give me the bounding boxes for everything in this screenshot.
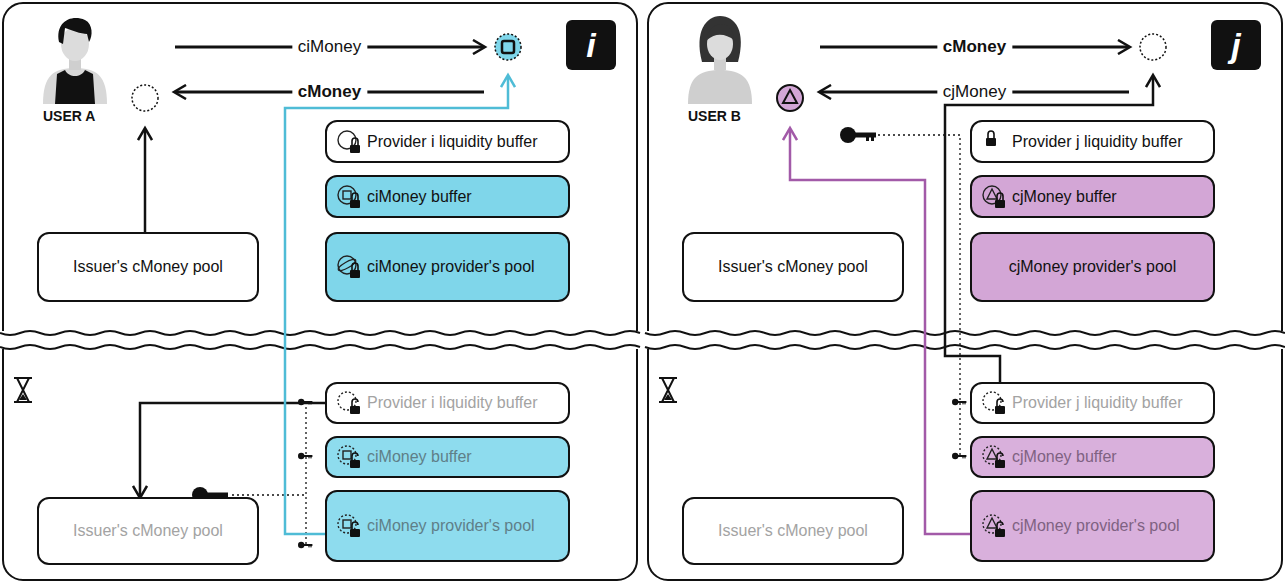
box-label: ciMoney provider's pool	[367, 517, 535, 535]
box-label: ciMoney buffer	[367, 448, 472, 466]
wave-line	[0, 331, 640, 335]
box-label: Provider j liquidity buffer	[1012, 394, 1182, 412]
key-icons	[192, 127, 966, 548]
box-label: Issuer's cMoney pool	[73, 258, 223, 276]
key-icon	[952, 399, 966, 405]
panel-gap	[645, 331, 1285, 349]
pool-box: Issuer's cMoney pool	[682, 497, 904, 565]
pool-box: ciMoney provider's pool	[325, 490, 570, 562]
box-label: Issuer's cMoney pool	[718, 258, 868, 276]
pool-box: Issuer's cMoney pool	[37, 232, 259, 302]
key-icon	[298, 542, 312, 548]
pool-box: Provider i liquidity buffer	[325, 382, 570, 424]
pool-box: cjMoney provider's pool	[970, 232, 1215, 302]
box-icon	[980, 443, 1008, 471]
box-label: Provider i liquidity buffer	[367, 133, 537, 151]
flow-arrow	[144, 129, 147, 232]
user-label: USER B	[688, 108, 741, 124]
provider-badge: j	[1137, 20, 1261, 74]
box-label: ciMoney buffer	[367, 188, 472, 206]
panel-outlines	[0, 3, 1285, 580]
flow-label: cMoney	[292, 82, 367, 102]
user-label: USER A	[43, 108, 95, 124]
pool-box: ciMoney provider's pool	[325, 232, 570, 302]
box-icon	[335, 128, 363, 156]
box-label: Issuer's cMoney pool	[718, 522, 868, 540]
user-figure: USER B	[680, 12, 810, 127]
box-icon	[980, 389, 1008, 417]
provider-letter: j	[1211, 20, 1261, 70]
pool-box: ciMoney buffer	[325, 436, 570, 478]
pool-box: Issuer's cMoney pool	[37, 497, 259, 565]
pool-box: Provider j liquidity buffer	[970, 382, 1215, 424]
flow-label: cMoney	[937, 37, 1012, 57]
pool-box: Provider j liquidity buffer	[970, 120, 1215, 163]
token-circle	[129, 82, 161, 114]
pool-box: Issuer's cMoney pool	[682, 232, 904, 302]
box-label: Issuer's cMoney pool	[73, 522, 223, 540]
person-icon	[35, 12, 115, 104]
box-icon	[980, 128, 1008, 156]
panel-outline	[3, 3, 637, 580]
box-label: cjMoney buffer	[1012, 188, 1117, 206]
box-icon	[980, 512, 1008, 540]
wave-line	[645, 331, 1285, 335]
token-circle	[774, 82, 806, 114]
box-label: cjMoney provider's pool	[1009, 258, 1177, 276]
pool-box: cjMoney buffer	[970, 436, 1215, 478]
box-icon	[335, 253, 363, 281]
pool-box: cjMoney provider's pool	[970, 490, 1215, 562]
key-leader-lines	[232, 135, 960, 545]
pool-box: cjMoney buffer	[970, 175, 1215, 218]
panel-gap	[0, 331, 641, 349]
key-icon	[952, 453, 966, 459]
wave-line	[0, 345, 640, 349]
box-label: Provider j liquidity buffer	[1012, 133, 1182, 151]
wave-line	[645, 345, 1285, 349]
hourglass-icon	[659, 378, 677, 402]
provider-badge: i	[492, 20, 616, 74]
box-label: cjMoney buffer	[1012, 448, 1117, 466]
box-label: Provider i liquidity buffer	[367, 394, 537, 412]
key-icon	[840, 127, 876, 143]
panel-outline	[648, 3, 1282, 580]
provider-letter: i	[566, 20, 616, 70]
hourglass-icon	[14, 378, 32, 402]
user-figure: USER A	[35, 12, 165, 127]
box-icon	[335, 183, 363, 211]
person-icon	[680, 12, 760, 104]
flow-label: ciMoney	[292, 37, 367, 57]
box-icon	[335, 443, 363, 471]
box-icon	[335, 512, 363, 540]
box-icon	[980, 183, 1008, 211]
flow-label: cjMoney	[937, 82, 1012, 102]
flow-arrow	[790, 129, 970, 534]
key-icon	[298, 453, 312, 459]
box-icon	[335, 389, 363, 417]
box-label: cjMoney provider's pool	[1012, 517, 1180, 535]
pool-box: ciMoney buffer	[325, 175, 570, 218]
box-label: ciMoney provider's pool	[367, 258, 535, 276]
pool-box: Provider i liquidity buffer	[325, 120, 570, 163]
token-circle	[1137, 31, 1169, 63]
flow-arrow	[140, 403, 325, 497]
token-circle	[492, 31, 524, 63]
